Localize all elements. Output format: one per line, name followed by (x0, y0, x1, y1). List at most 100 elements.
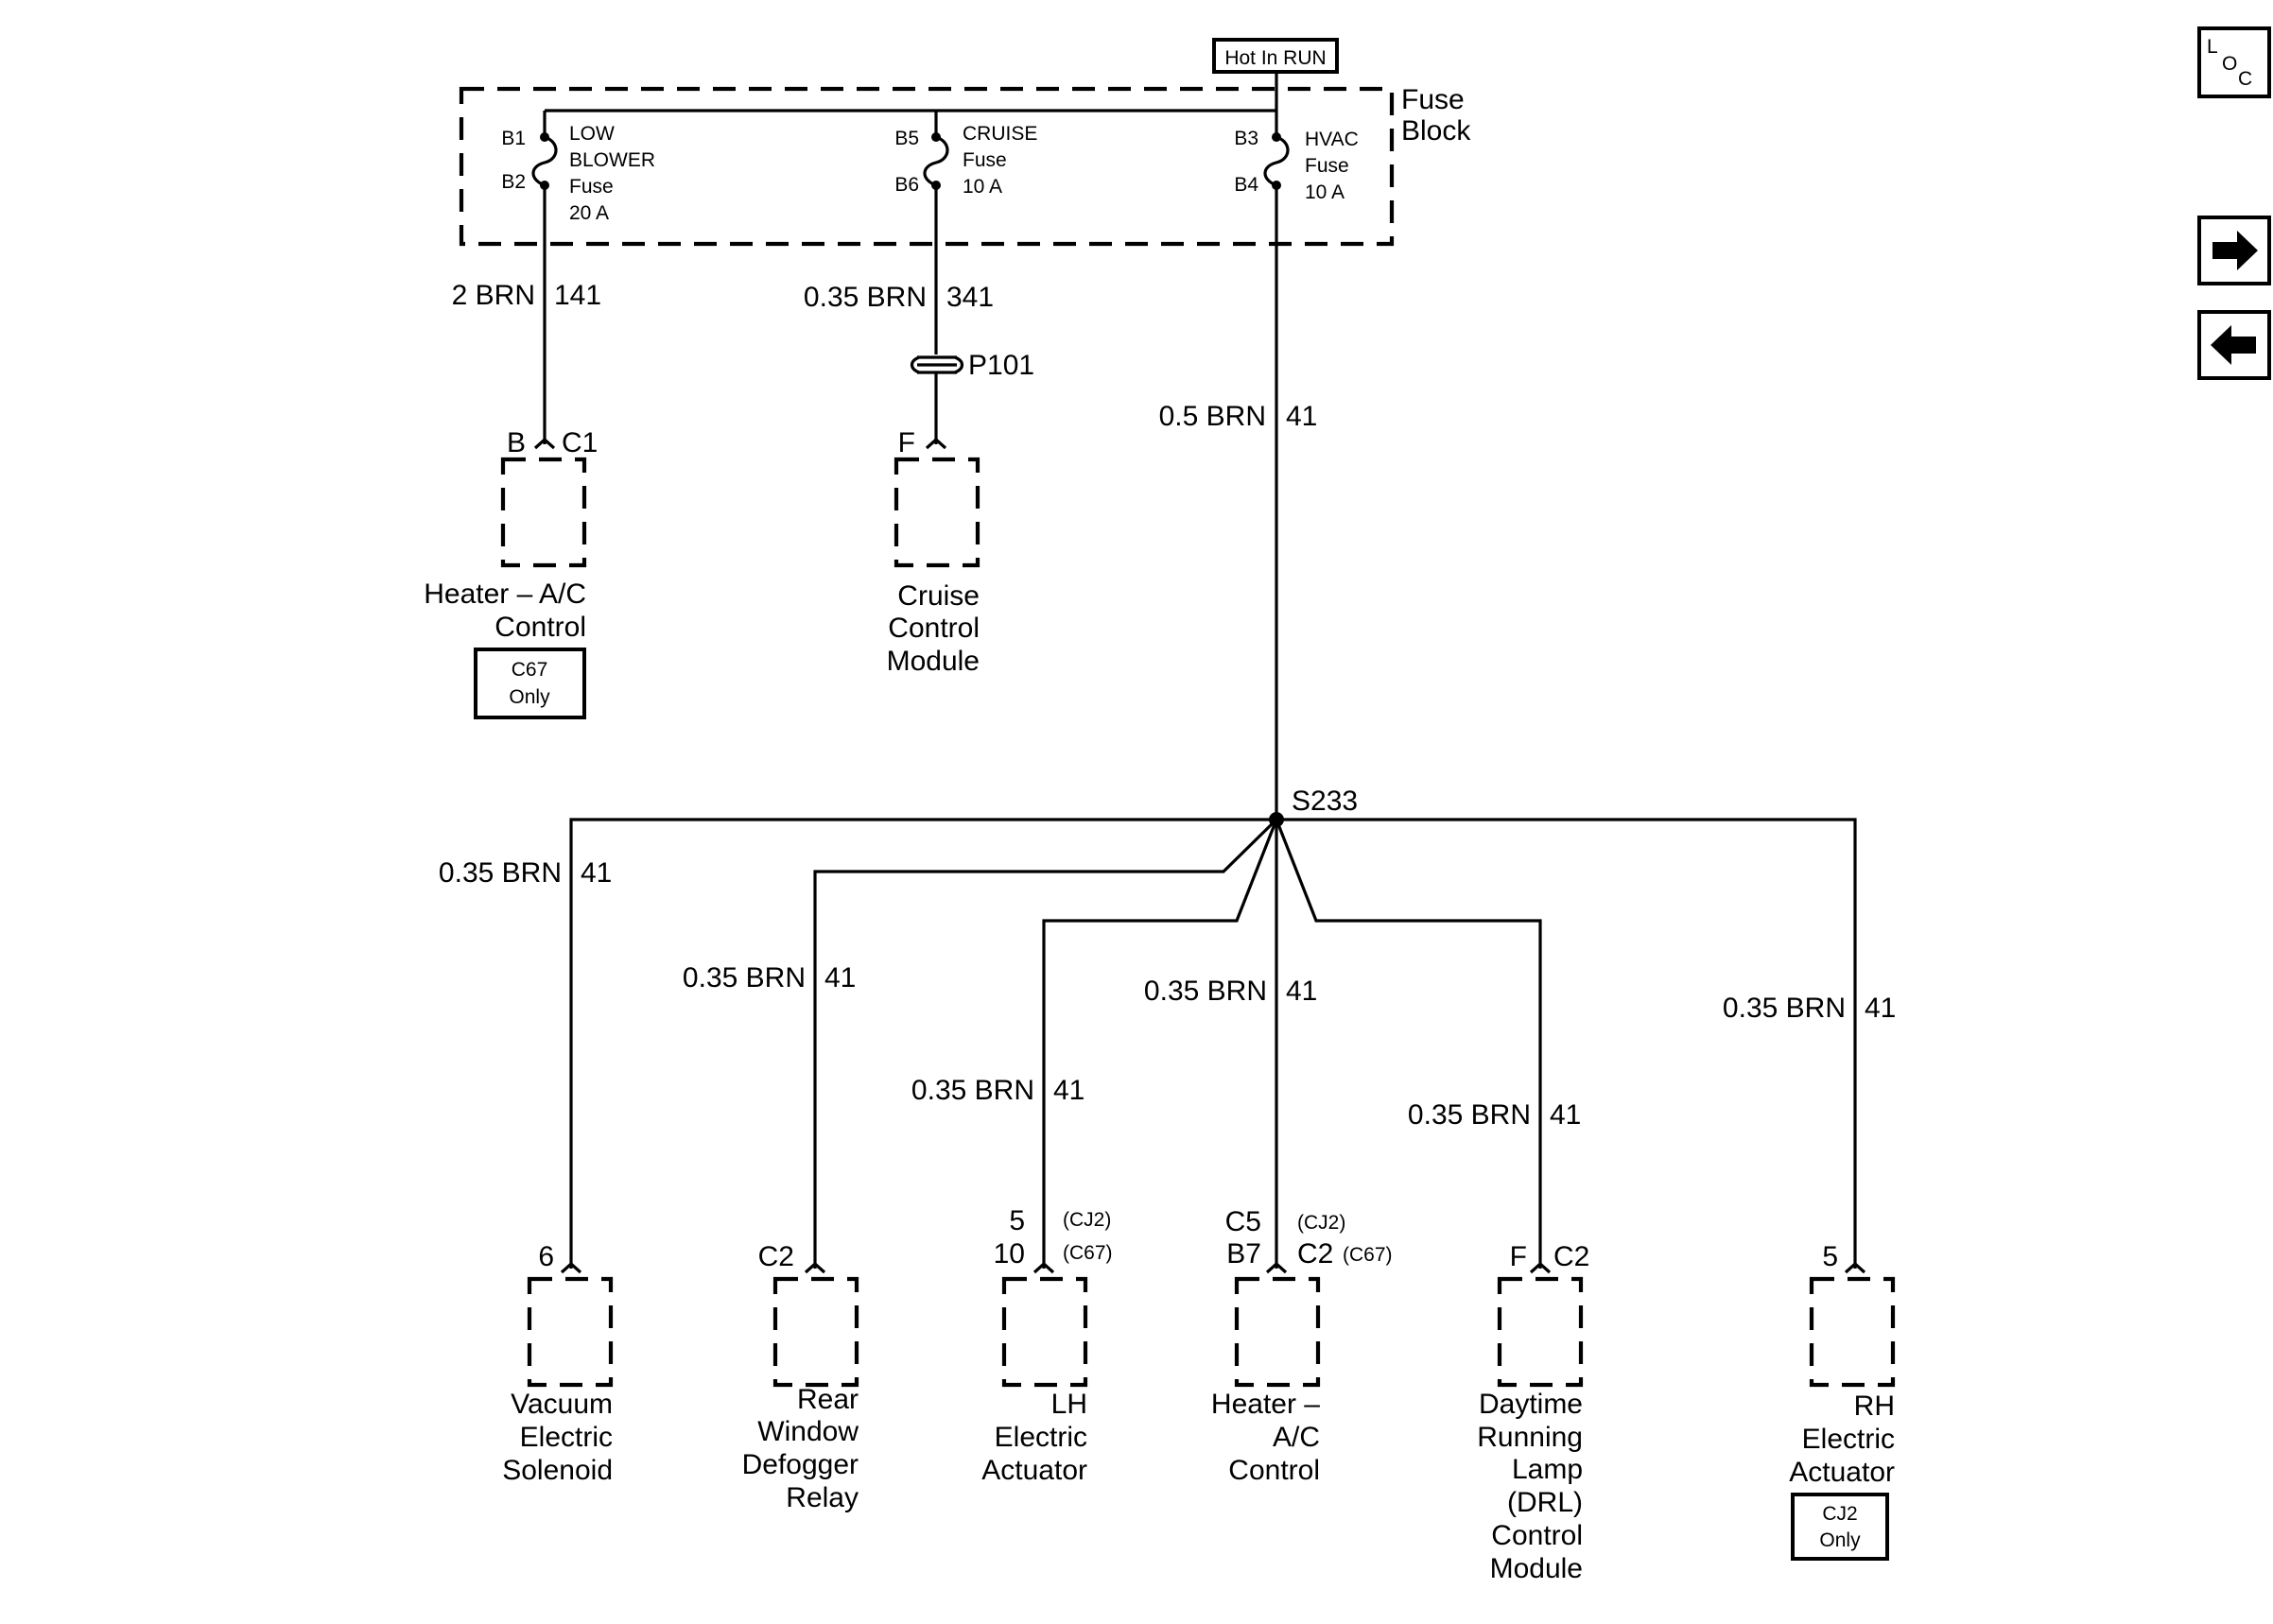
wire-defog-circuit: 41 (824, 962, 856, 993)
fuse-hvac: B3 B4 HVAC Fuse 10 A (1234, 111, 1359, 203)
component-outline (894, 457, 980, 568)
option-note-line: CJ2 (1822, 1503, 1857, 1525)
fuse-label-line: 10 A (963, 176, 1002, 198)
option-note-line: Only (509, 686, 550, 708)
component-name-line: Control (1491, 1520, 1583, 1551)
connector-label: C1 (562, 427, 598, 458)
connector-label: C2 (1553, 1241, 1589, 1272)
fuse-top-pin: B1 (501, 128, 526, 149)
wire-41-rh (1276, 818, 1857, 1269)
fuse-symbol (923, 135, 949, 187)
fuse-low-blower: B1 B2 LOW BLOWER Fuse 20 A (501, 111, 655, 224)
connector-label: C2 (1297, 1238, 1333, 1270)
wire-lh-circuit: 41 (1053, 1075, 1084, 1106)
fuse-symbol (531, 135, 558, 187)
fuse-label-line: Fuse (1305, 155, 1349, 177)
loc-letter: L (2207, 36, 2218, 58)
wire-41-lh (1042, 819, 1278, 1269)
pin-label: 5 (1822, 1241, 1838, 1272)
component-name-line: Electric (995, 1422, 1087, 1453)
loc-letter: C (2238, 68, 2252, 90)
fuse-label-line: CRUISE (963, 123, 1037, 145)
pin-label: 10 (994, 1238, 1025, 1270)
pin-chevron (804, 1261, 826, 1274)
component-rear-window-defogger-relay: C2 Rear Window Defogger Relay (742, 1241, 859, 1513)
wire-drl-circuit: 41 (1550, 1099, 1581, 1131)
option-note-line: C67 (512, 659, 548, 681)
component-rh-electric-actuator: 5 RH Electric Actuator CJ2 Only (1789, 1241, 1896, 1561)
option-code: (CJ2) (1297, 1212, 1345, 1234)
component-name-line: Vacuum (511, 1389, 613, 1420)
component-outline (1809, 1276, 1896, 1388)
pin-label: B7 (1226, 1238, 1261, 1270)
component-name-line: (DRL) (1507, 1487, 1583, 1518)
pin-chevron (925, 437, 947, 450)
component-name-line: Defogger (742, 1449, 859, 1480)
component-heater-ac-control-bottom: C5 B7 C2 (CJ2) (C67) Heater – A/C Contro… (1211, 1206, 1393, 1486)
component-name-line: Heater – (1211, 1389, 1320, 1420)
pin-chevron (560, 1261, 582, 1274)
fuse-top-pin: B5 (894, 128, 919, 149)
wire-lh-size: 0.35 BRN (911, 1075, 1034, 1106)
pin-label: 6 (538, 1241, 554, 1272)
wire-141-size: 2 BRN (452, 280, 535, 311)
fuse-label-line: Fuse (963, 149, 1007, 171)
left-arrow-icon[interactable] (2197, 310, 2271, 380)
option-note-box (474, 648, 586, 719)
component-name-line: Heater – A/C (424, 579, 586, 610)
fuse-block-outline (459, 86, 1395, 247)
component-name-line: Relay (786, 1482, 859, 1513)
wire-defog-size: 0.35 BRN (683, 962, 806, 993)
fuse-label-line: BLOWER (569, 149, 655, 171)
component-name-line: Control (1228, 1455, 1320, 1486)
fuse-top-pin: B3 (1234, 128, 1258, 149)
pin-chevron (1265, 1261, 1288, 1274)
component-name-line: Electric (1802, 1424, 1895, 1455)
component-drl-control-module: F C2 Daytime Running Lamp (DRL) Control … (1477, 1241, 1589, 1584)
pin-chevron (1844, 1261, 1866, 1274)
wire-341-circuit: 341 (946, 282, 994, 313)
option-note-box (1791, 1493, 1889, 1561)
fuse-label-line: 20 A (569, 202, 609, 224)
wire-41-vacuum (569, 818, 1276, 1269)
wire-vacuum-circuit: 41 (581, 857, 612, 889)
right-arrow-icon[interactable] (2197, 216, 2271, 285)
component-name-line: Daytime (1479, 1389, 1583, 1420)
wire-rh-size: 0.35 BRN (1723, 993, 1846, 1024)
component-outline (1001, 1276, 1088, 1388)
fuse-cruise: B5 B6 CRUISE Fuse 10 A (894, 111, 1037, 198)
loc-letter: O (2222, 53, 2237, 75)
component-name-line: LH (1051, 1389, 1087, 1420)
component-name-line: Rear (797, 1384, 859, 1415)
pin-label: C5 (1225, 1206, 1261, 1237)
pin-label: B (507, 427, 526, 458)
pin-label: F (1510, 1241, 1527, 1272)
component-name-line: Control (495, 612, 586, 643)
component-name-line: Window (757, 1416, 859, 1447)
fuse-bottom-pin: B6 (894, 174, 919, 196)
component-outline (772, 1276, 859, 1388)
pin-label: F (898, 427, 915, 458)
component-outline (1234, 1276, 1321, 1388)
wire-heater-circuit: 41 (1286, 976, 1317, 1007)
pin-chevron (1529, 1261, 1552, 1274)
fuse-bottom-pin: B2 (501, 171, 526, 193)
component-name-line: RH (1854, 1391, 1895, 1422)
fuse-block-title-line1: Fuse (1401, 84, 1465, 115)
fuse-bottom-pin: B4 (1234, 174, 1258, 196)
pin-label: 5 (1009, 1205, 1025, 1236)
pin-label: C2 (758, 1241, 794, 1272)
wire-341-size: 0.35 BRN (804, 282, 927, 313)
component-name-line: Solenoid (502, 1455, 613, 1486)
loc-icon[interactable]: L O C (2197, 26, 2271, 98)
component-cruise-control-module: F Cruise Control Module (887, 427, 980, 677)
component-name-line: A/C (1273, 1422, 1320, 1453)
wire-41-main-circuit: 41 (1286, 401, 1317, 432)
option-code: (C67) (1343, 1244, 1393, 1266)
power-source-text: Hot In RUN (1224, 47, 1326, 69)
inline-connector-p101: P101 (910, 350, 1034, 381)
option-code: (CJ2) (1063, 1209, 1111, 1231)
wire-heater-size: 0.35 BRN (1144, 976, 1267, 1007)
component-vacuum-electric-solenoid: 6 Vacuum Electric Solenoid (502, 1241, 614, 1486)
